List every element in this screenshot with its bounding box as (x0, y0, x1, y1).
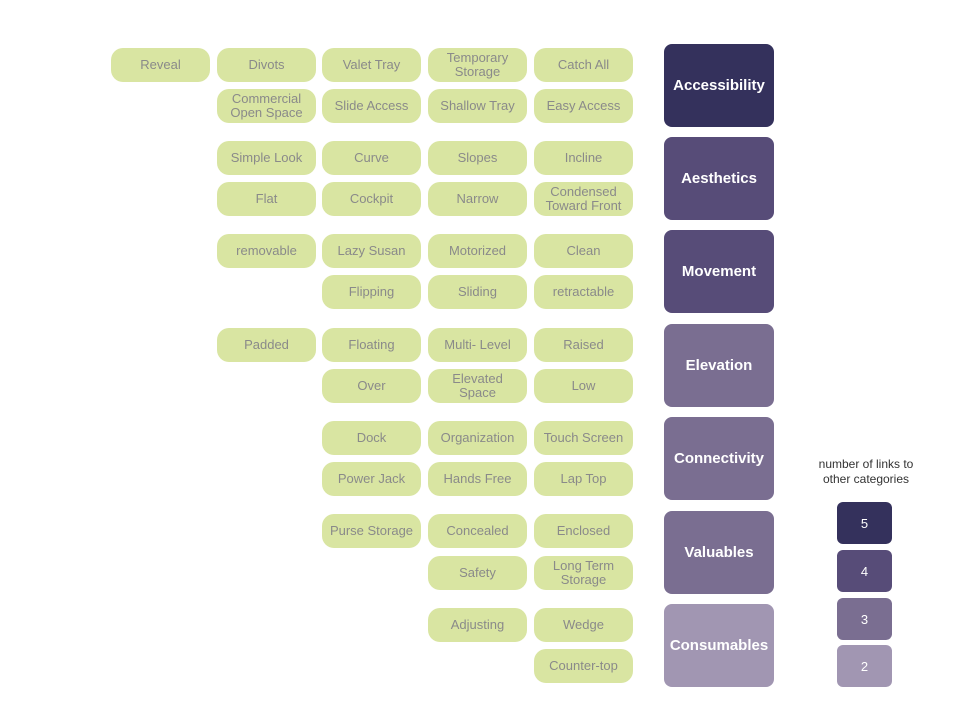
term-removable: removable (217, 234, 316, 268)
term-padded: Padded (217, 328, 316, 362)
term-commercial-open-space: Commercial Open Space (217, 89, 316, 123)
term-easy-access: Easy Access (534, 89, 633, 123)
category-connectivity: Connectivity (664, 417, 774, 500)
term-concealed: Concealed (428, 514, 527, 548)
category-consumables: Consumables (664, 604, 774, 687)
legend-links-5: 5 (837, 502, 892, 544)
term-slide-access: Slide Access (322, 89, 421, 123)
term-shallow-tray: Shallow Tray (428, 89, 527, 123)
term-curve: Curve (322, 141, 421, 175)
term-condensed-toward-front: Condensed Toward Front (534, 182, 633, 216)
term-long-term-storage: Long Term Storage (534, 556, 633, 590)
legend-links-2: 2 (837, 645, 892, 687)
term-valet-tray: Valet Tray (322, 48, 421, 82)
term-raised: Raised (534, 328, 633, 362)
category-valuables: Valuables (664, 511, 774, 594)
term-organization: Organization (428, 421, 527, 455)
term-dock: Dock (322, 421, 421, 455)
term-divots: Divots (217, 48, 316, 82)
term-touch-screen: Touch Screen (534, 421, 633, 455)
term-counter-top: Counter-top (534, 649, 633, 683)
term-motorized: Motorized (428, 234, 527, 268)
term-sliding: Sliding (428, 275, 527, 309)
category-movement: Movement (664, 230, 774, 313)
legend-title: number of links to other categories (818, 457, 914, 486)
term-multi-level: Multi- Level (428, 328, 527, 362)
category-accessibility: Accessibility (664, 44, 774, 127)
term-slopes: Slopes (428, 141, 527, 175)
term-purse-storage: Purse Storage (322, 514, 421, 548)
term-lazy-susan: Lazy Susan (322, 234, 421, 268)
term-catch-all: Catch All (534, 48, 633, 82)
term-low: Low (534, 369, 633, 403)
term-floating: Floating (322, 328, 421, 362)
term-power-jack: Power Jack (322, 462, 421, 496)
term-flat: Flat (217, 182, 316, 216)
term-hands-free: Hands Free (428, 462, 527, 496)
term-enclosed: Enclosed (534, 514, 633, 548)
term-narrow: Narrow (428, 182, 527, 216)
category-elevation: Elevation (664, 324, 774, 407)
term-wedge: Wedge (534, 608, 633, 642)
term-cockpit: Cockpit (322, 182, 421, 216)
legend-links-4: 4 (837, 550, 892, 592)
term-clean: Clean (534, 234, 633, 268)
term-reveal: Reveal (111, 48, 210, 82)
term-retractable: retractable (534, 275, 633, 309)
term-over: Over (322, 369, 421, 403)
term-safety: Safety (428, 556, 527, 590)
term-lap-top: Lap Top (534, 462, 633, 496)
term-flipping: Flipping (322, 275, 421, 309)
legend-links-3: 3 (837, 598, 892, 640)
term-adjusting: Adjusting (428, 608, 527, 642)
term-elevated-space: Elevated Space (428, 369, 527, 403)
term-temporary-storage: Temporary Storage (428, 48, 527, 82)
category-aesthetics: Aesthetics (664, 137, 774, 220)
term-simple-look: Simple Look (217, 141, 316, 175)
term-incline: Incline (534, 141, 633, 175)
